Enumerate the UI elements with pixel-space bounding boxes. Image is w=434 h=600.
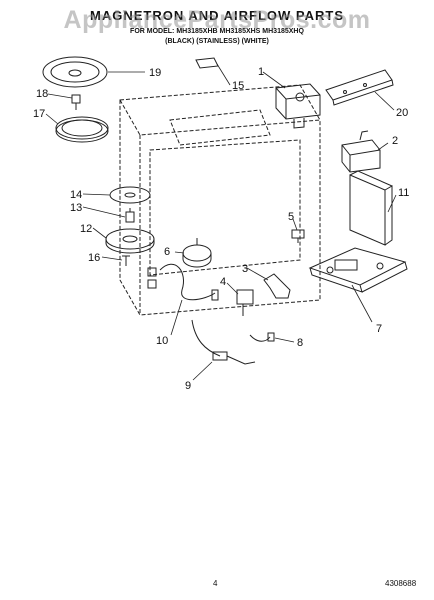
coupler-part: [71, 94, 81, 110]
callout-11: 11: [398, 187, 409, 199]
bracket-part: [263, 273, 291, 299]
stirrer-cover-part: [109, 186, 151, 204]
callout-7: 7: [376, 323, 382, 335]
callout-13: 13: [70, 202, 82, 214]
callout-2: 2: [392, 135, 398, 147]
base-plate-part: [308, 247, 408, 293]
glass-tray-part: [42, 56, 108, 88]
lead-wire-part: [249, 332, 275, 342]
callout-1: 1: [258, 66, 264, 78]
model-line: FOR MODEL: MH3185XHB MH3185XHS MH3185XHQ: [130, 28, 304, 35]
callout-8: 8: [297, 337, 303, 349]
callout-3: 3: [242, 263, 248, 275]
callout-9: 9: [185, 380, 191, 392]
air-duct-part: [325, 69, 394, 106]
fan-motor-part: [182, 238, 212, 268]
transformer-part: [341, 130, 381, 173]
sensor-wire-part: [191, 319, 256, 365]
callout-20: 20: [396, 107, 408, 119]
switch-part: [236, 289, 254, 316]
callout-16: 16: [88, 252, 100, 264]
screw-part: [122, 255, 130, 266]
callout-19: 19: [149, 67, 161, 79]
callout-12: 12: [80, 223, 92, 235]
callout-15: 15: [232, 80, 244, 92]
magnetron-part: [275, 83, 321, 129]
stirrer-shaft-part: [125, 208, 135, 223]
thermostat-part: [291, 229, 305, 243]
color-line: (BLACK) (STAINLESS) (WHITE): [165, 38, 269, 45]
wire-harness-part: [147, 263, 219, 301]
callout-labels: 1 2 3 4 5 6 7 8 9 10 11 12 13 14 15 16 1…: [33, 66, 409, 392]
diagram-title: MAGNETRON AND AIRFLOW PARTS: [90, 8, 344, 23]
callout-10: 10: [156, 335, 168, 347]
callout-14: 14: [70, 189, 82, 201]
page-number: 4: [213, 579, 218, 588]
document-number: 4308688: [385, 579, 417, 588]
callout-6: 6: [164, 246, 170, 258]
callout-5: 5: [288, 211, 294, 223]
waveguide-cover-part: [195, 57, 219, 69]
watermark: AppliancePartsPros.com: [63, 6, 371, 34]
stirrer-blade-part: [105, 228, 155, 254]
callout-18: 18: [36, 88, 48, 100]
air-baffle-part: [349, 170, 393, 246]
callout-17: 17: [33, 108, 45, 120]
support-ring-part: [55, 116, 109, 143]
callout-4: 4: [220, 276, 226, 288]
